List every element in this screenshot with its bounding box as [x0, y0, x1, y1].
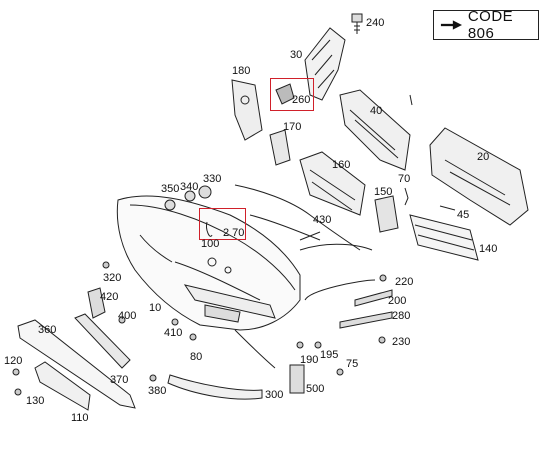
part-150: [374, 195, 399, 233]
callout-110: 110: [71, 412, 89, 424]
fasteners: [12, 261, 387, 396]
callout-320: 320: [103, 272, 122, 284]
leader-arrows: [234, 243, 376, 369]
part-420: [87, 287, 106, 319]
callout-230: 230: [392, 336, 411, 348]
part-20: [429, 127, 529, 226]
callout-380: 380: [148, 385, 167, 397]
callout-270: 2 70: [223, 227, 245, 239]
clip-70: [404, 187, 409, 206]
callout-40: 40: [370, 105, 383, 117]
sensors: [164, 185, 212, 211]
callout-20: 20: [477, 151, 490, 163]
callout-200: 200: [388, 295, 407, 307]
grille-370: [74, 313, 131, 369]
callout-300: 300: [265, 389, 284, 401]
callout-130: 130: [26, 395, 45, 407]
callout-430: 430: [313, 214, 332, 226]
callout-100: 100: [201, 238, 220, 250]
highlight-box-260: [270, 78, 314, 111]
callout-350: 350: [161, 183, 180, 195]
callout-370: 370: [110, 374, 129, 386]
label-500: [289, 364, 305, 394]
code-label: CODE 806: [467, 8, 514, 42]
callout-70: 70: [398, 173, 411, 185]
strips-200-280: [339, 289, 393, 329]
callout-195: 195: [320, 349, 339, 361]
strip-300: [167, 374, 263, 400]
plate-110: [34, 361, 91, 411]
arrow-right-icon: [440, 20, 462, 30]
callout-400: 400: [118, 310, 137, 322]
callout-170: 170: [283, 121, 302, 133]
part-260: [275, 83, 295, 105]
highlight-box-270: [199, 208, 246, 240]
clip-45: [439, 205, 456, 211]
callout-240: 240: [366, 17, 385, 29]
callout-150: 150: [374, 186, 393, 198]
callout-30: 30: [290, 49, 303, 61]
part-140: [409, 214, 479, 261]
bolt-240: [351, 13, 363, 34]
strip-360: [17, 319, 136, 409]
callout-180: 180: [232, 65, 251, 77]
part-160: [299, 151, 366, 216]
callout-80: 80: [190, 351, 203, 363]
callout-360: 360: [38, 324, 57, 336]
callout-160: 160: [332, 159, 351, 171]
callout-140: 140: [479, 243, 498, 255]
bumper-cover: [116, 195, 301, 331]
callout-10: 10: [149, 302, 162, 314]
callout-420: 420: [100, 291, 119, 303]
callout-500: 500: [306, 383, 325, 395]
callout-260: 260: [292, 94, 311, 106]
callout-120: 120: [4, 355, 23, 367]
bracket-30: [304, 27, 346, 101]
callout-75: 75: [346, 358, 359, 370]
callout-330: 330: [203, 173, 222, 185]
part-180: [231, 79, 263, 141]
part-170: [269, 129, 291, 166]
bracket-40: [339, 89, 413, 171]
callout-340: 340: [180, 181, 199, 193]
callout-45: 45: [457, 209, 470, 221]
part-100: [206, 221, 213, 237]
callout-410: 410: [164, 327, 183, 339]
code-legend: CODE 806: [433, 8, 539, 42]
harness-430: [234, 184, 361, 251]
callout-220: 220: [395, 276, 414, 288]
callout-190: 190: [300, 354, 319, 366]
callout-280: 280: [392, 310, 411, 322]
